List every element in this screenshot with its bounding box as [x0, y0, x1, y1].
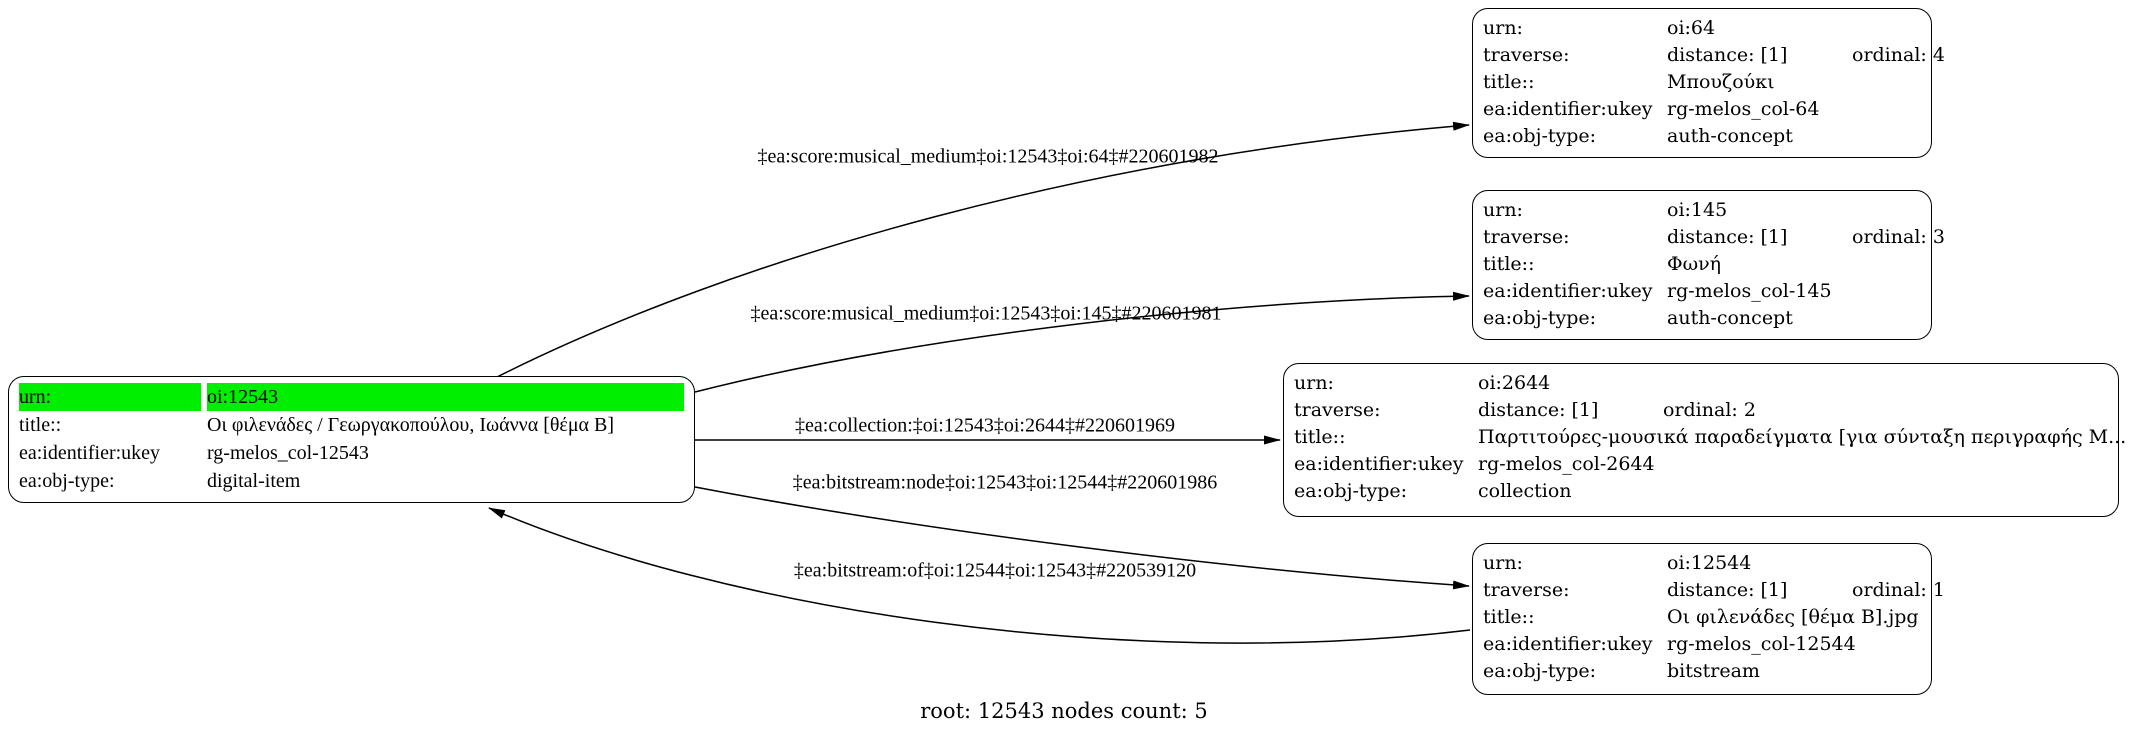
row-value: Παρτιτούρες-μουσικά παραδείγματα [για σύ…	[1478, 426, 2127, 448]
row-label: title::	[1483, 253, 1535, 275]
row-label: title::	[19, 414, 62, 436]
node-oi-12543: urn: oi:12543 title:: Οι φιλενάδες / Γεω…	[8, 376, 695, 503]
node-row-identifier: ea:identifier:ukey rg-melos_col-2644	[1294, 451, 2108, 478]
node-row-traverse: traverse: distance: [1] ordinal: 3	[1483, 224, 1945, 251]
node-row-urn: urn: oi:145	[1483, 197, 1921, 224]
row-value: Μπουζούκι	[1667, 71, 1775, 93]
traverse-distance: distance: [1]	[1667, 44, 1788, 66]
row-label: urn:	[1483, 17, 1523, 39]
row-label: title::	[1483, 71, 1535, 93]
row-label: ea:obj-type:	[1294, 480, 1408, 502]
row-value: oi:12544	[1667, 552, 1752, 574]
row-value: oi:64	[1667, 17, 1716, 39]
row-value: distance: [1] ordinal: 2	[1478, 397, 2108, 424]
node-row-identifier: ea:identifier:ukey rg-melos_col-12544	[1483, 631, 1921, 658]
node-row-objtype: ea:obj-type: auth-concept	[1483, 123, 1921, 150]
node-oi-64: urn: oi:64 traverse: distance: [1] ordin…	[1472, 8, 1945, 158]
row-value: oi:145	[1667, 199, 1728, 221]
row-value: rg-melos_col-12543	[207, 442, 369, 464]
node-row-title: title:: Οι φιλενάδες [θέμα Β].jpg	[1483, 604, 1921, 631]
row-value: digital-item	[207, 470, 301, 492]
row-label: ea:obj-type:	[1483, 660, 1597, 682]
traverse-distance: distance: [1]	[1667, 226, 1788, 248]
node-row-urn: urn: oi:12544	[1483, 550, 1921, 577]
traverse-ordinal: ordinal: 2	[1663, 399, 1756, 421]
edge-label-score-oi145: ‡ea:score:musical_medium‡oi:12543‡oi:145…	[750, 302, 1222, 325]
row-value: rg-melos_col-64	[1667, 98, 1820, 120]
row-label: traverse:	[1483, 579, 1570, 601]
node-oi-2644: urn: oi:2644 traverse: distance: [1] ord…	[1283, 363, 2126, 517]
row-value: oi:2644	[1478, 372, 1551, 394]
row-value: Οι φιλενάδες / Γεωργακοπούλου, Ιωάννα [θ…	[207, 414, 615, 436]
row-label: traverse:	[1483, 44, 1570, 66]
row-value: oi:12543	[207, 383, 684, 411]
node-row-title: title:: Φωνή	[1483, 251, 1921, 278]
node-row-urn: urn: oi:12543	[19, 383, 684, 411]
row-label: ea:identifier:ukey	[1483, 98, 1653, 120]
row-label: traverse:	[1483, 226, 1570, 248]
traverse-ordinal: ordinal: 4	[1852, 44, 1945, 66]
row-value: collection	[1478, 480, 1572, 502]
row-label: ea:obj-type:	[1483, 307, 1597, 329]
edge-score-oi145	[694, 291, 1470, 393]
graph-caption: root: 12543 nodes count: 5	[920, 699, 1208, 723]
node-row-traverse: traverse: distance: [1] ordinal: 1	[1483, 577, 1945, 604]
node-row-title: title:: Οι φιλενάδες / Γεωργακοπούλου, Ι…	[19, 411, 684, 439]
row-value: rg-melos_col-2644	[1478, 453, 1655, 475]
row-value: distance: [1] ordinal: 4	[1667, 42, 1945, 69]
node-row-objtype: ea:obj-type: bitstream	[1483, 658, 1921, 685]
edge-bitstream-node-oi12544	[694, 486, 1470, 590]
row-value: auth-concept	[1667, 125, 1793, 147]
row-label: urn:	[1294, 372, 1334, 394]
row-value: rg-melos_col-12544	[1667, 633, 1856, 655]
row-label: title::	[1294, 426, 1346, 448]
row-value: rg-melos_col-145	[1667, 280, 1832, 302]
node-row-title: title:: Μπουζούκι	[1483, 69, 1921, 96]
node-row-title: title:: Παρτιτούρες-μουσικά παραδείγματα…	[1294, 424, 2126, 451]
node-row-identifier: ea:identifier:ukey rg-melos_col-64	[1483, 96, 1921, 123]
row-value: distance: [1] ordinal: 1	[1667, 577, 1945, 604]
edge-label-score-oi64: ‡ea:score:musical_medium‡oi:12543‡oi:64‡…	[757, 145, 1219, 168]
traverse-ordinal: ordinal: 3	[1852, 226, 1945, 248]
node-oi-145: urn: oi:145 traverse: distance: [1] ordi…	[1472, 190, 1945, 340]
row-label: traverse:	[1294, 399, 1381, 421]
traverse-distance: distance: [1]	[1478, 399, 1599, 421]
edge-score-oi64	[496, 121, 1470, 378]
row-value: bitstream	[1667, 660, 1760, 682]
row-label: ea:identifier:ukey	[1294, 453, 1464, 475]
row-value: distance: [1] ordinal: 3	[1667, 224, 1945, 251]
node-row-urn: urn: oi:64	[1483, 15, 1921, 42]
row-value: Οι φιλενάδες [θέμα Β].jpg	[1667, 606, 1919, 628]
node-row-objtype: ea:obj-type: collection	[1294, 478, 2108, 505]
node-row-urn: urn: oi:2644	[1294, 370, 2108, 397]
row-label: ea:identifier:ukey	[19, 442, 161, 464]
traverse-distance: distance: [1]	[1667, 579, 1788, 601]
node-row-traverse: traverse: distance: [1] ordinal: 2	[1294, 397, 2108, 424]
node-row-identifier: ea:identifier:ukey rg-melos_col-145	[1483, 278, 1921, 305]
row-label: ea:identifier:ukey	[1483, 633, 1653, 655]
row-label: urn:	[1483, 199, 1523, 221]
traverse-ordinal: ordinal: 1	[1852, 579, 1945, 601]
row-label: ea:obj-type:	[1483, 125, 1597, 147]
edge-label-bitstream-of: ‡ea:bitstream:of‡oi:12544‡oi:12543‡#2205…	[793, 559, 1197, 582]
edge-bitstream-of-oi12543	[488, 507, 1471, 644]
node-row-traverse: traverse: distance: [1] ordinal: 4	[1483, 42, 1945, 69]
node-row-objtype: ea:obj-type: auth-concept	[1483, 305, 1921, 332]
row-value: Φωνή	[1667, 253, 1722, 275]
node-oi-12544: urn: oi:12544 traverse: distance: [1] or…	[1472, 543, 1945, 695]
row-label: urn:	[1483, 552, 1523, 574]
row-label: title::	[1483, 606, 1535, 628]
node-row-objtype: ea:obj-type: digital-item	[19, 467, 684, 495]
row-label: ea:identifier:ukey	[1483, 280, 1653, 302]
row-label: urn:	[19, 383, 201, 411]
row-value: auth-concept	[1667, 307, 1793, 329]
node-row-identifier: ea:identifier:ukey rg-melos_col-12543	[19, 439, 684, 467]
row-label: ea:obj-type:	[19, 470, 115, 492]
edge-label-collection-oi2644: ‡ea:collection:‡oi:12543‡oi:2644‡#220601…	[795, 414, 1175, 437]
edge-label-bitstream-node: ‡ea:bitstream:node‡oi:12543‡oi:12544‡#22…	[792, 471, 1218, 494]
